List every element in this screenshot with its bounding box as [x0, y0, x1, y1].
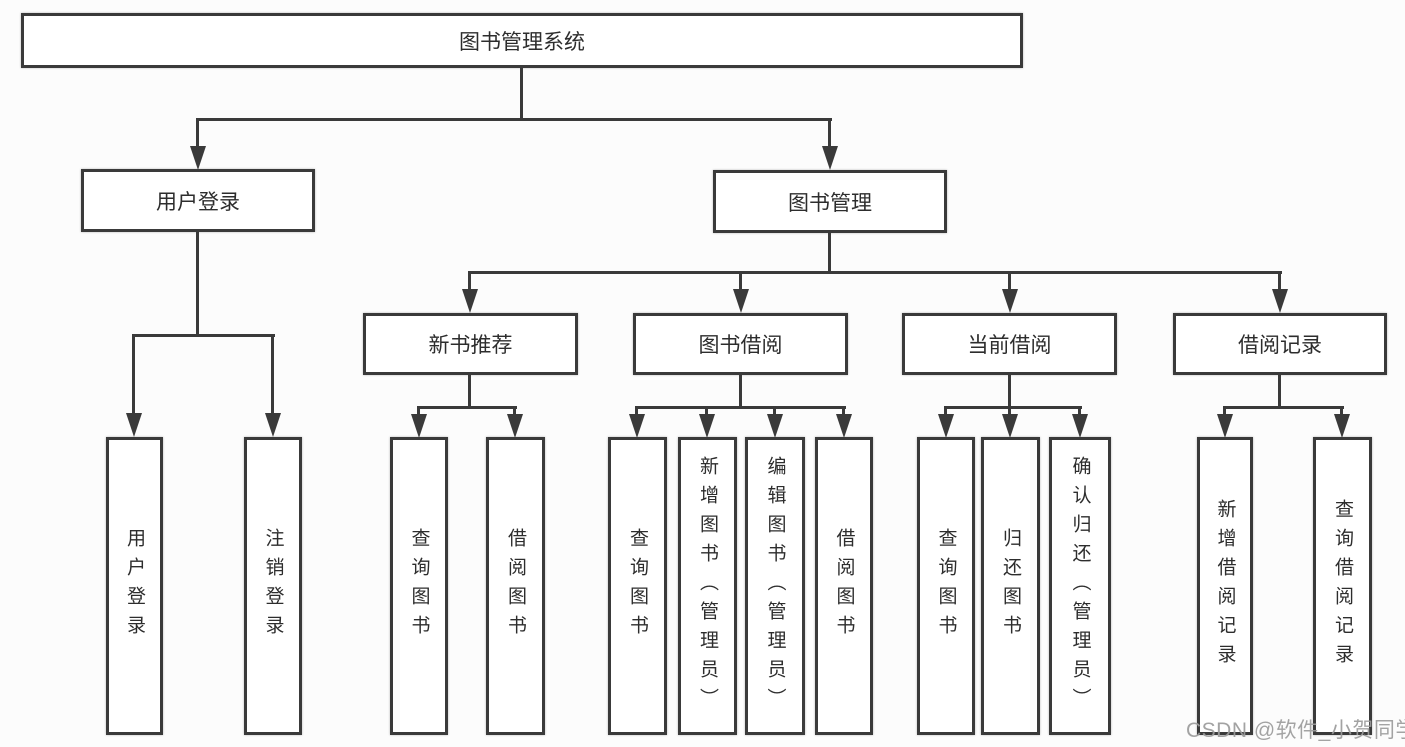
connector-currentborrow-stem: [1008, 375, 1011, 409]
leaf-return-books: 归还图书: [981, 437, 1040, 735]
connector-arm-query-borrow-record: [1340, 407, 1343, 417]
connector-bookborrow-stem: [739, 375, 742, 409]
arrow-to-add-book-admin: [699, 414, 715, 438]
connector-root-bus: [196, 118, 832, 121]
arrow-to-borrow-books-2: [836, 414, 852, 438]
connector-root-arm-right: [828, 120, 831, 148]
node-new-book-recommend: 新书推荐: [363, 313, 578, 375]
leaf-query-books-1: 查询图书: [390, 437, 448, 735]
connector-arm-return-books: [1008, 407, 1011, 417]
leaf-query-books-2: 查询图书: [608, 437, 667, 735]
leaf-borrow-books-1: 借阅图书: [486, 437, 545, 735]
connector-newbook-bus: [417, 406, 517, 409]
leaf-user-login: 用户登录: [106, 437, 163, 735]
node-root: 图书管理系统: [21, 13, 1023, 68]
leaf-edit-book-admin: 编辑图书（管理员）: [745, 437, 805, 735]
arrow-to-leaf-logout: [265, 413, 281, 437]
connector-book-mgmt-stem: [828, 233, 831, 273]
arrow-to-new-book-recommend: [462, 289, 478, 313]
arrow-to-query-books-3: [938, 414, 954, 438]
connector-arm-add-borrow-record: [1223, 407, 1226, 417]
arrow-to-borrow-records: [1272, 289, 1288, 313]
connector-currentborrow-bus: [944, 406, 1082, 409]
connector-arm-borrow-records: [1278, 272, 1281, 292]
arrow-to-return-books: [1002, 414, 1018, 438]
connector-arm-borrow-books-2: [842, 407, 845, 417]
arrow-to-edit-book-admin: [767, 414, 783, 438]
leaf-add-book-admin: 新增图书（管理员）: [678, 437, 737, 735]
connector-arm-confirm-return: [1078, 407, 1081, 417]
connector-arm-borrow-books-1: [513, 407, 516, 417]
connector-root-stem: [520, 68, 523, 121]
arrow-to-query-books-2: [629, 414, 645, 438]
leaf-add-borrow-record: 新增借阅记录: [1197, 437, 1253, 735]
connector-arm-book-borrow: [739, 272, 742, 292]
arrow-to-book-management: [822, 146, 838, 170]
node-user-login: 用户登录: [81, 169, 315, 232]
connector-arm-query-books-2: [635, 407, 638, 417]
node-borrow-records: 借阅记录: [1173, 313, 1387, 375]
arrow-to-query-borrow-record: [1334, 414, 1350, 438]
connector-arm-leaf-user-login: [132, 336, 135, 414]
arrow-to-add-borrow-record: [1217, 414, 1233, 438]
connector-user-login-stem: [196, 232, 199, 336]
arrow-to-leaf-user-login: [126, 413, 142, 437]
node-book-management: 图书管理: [713, 170, 947, 233]
leaf-confirm-return-admin: 确认归还（管理员）: [1049, 437, 1111, 735]
node-book-borrow: 图书借阅: [633, 313, 848, 375]
leaf-query-books-3: 查询图书: [917, 437, 975, 735]
connector-arm-add-book-admin: [705, 407, 708, 417]
connector-arm-leaf-logout: [271, 336, 274, 414]
connector-arm-current-borrow: [1008, 272, 1011, 292]
node-current-borrow: 当前借阅: [902, 313, 1117, 375]
connector-arm-query-books-1: [417, 407, 420, 417]
arrow-to-current-borrow: [1002, 289, 1018, 313]
connector-arm-new-book: [468, 272, 471, 292]
arrow-to-user-login: [190, 146, 206, 170]
watermark: CSDN @软件_小贺同学: [1186, 719, 1405, 742]
leaf-logout: 注销登录: [244, 437, 302, 735]
leaf-query-borrow-record: 查询借阅记录: [1313, 437, 1372, 735]
arrow-to-book-borrow: [733, 289, 749, 313]
arrow-to-borrow-books-1: [507, 414, 523, 438]
arrow-to-confirm-return: [1072, 414, 1088, 438]
connector-book-mgmt-bus: [468, 271, 1282, 274]
connector-root-arm-left: [196, 120, 199, 148]
connector-arm-edit-book-admin: [773, 407, 776, 417]
connector-newbook-stem: [468, 375, 471, 409]
leaf-borrow-books-2: 借阅图书: [815, 437, 873, 735]
connector-user-login-bus: [132, 334, 275, 337]
connector-borrowrecords-bus: [1223, 406, 1344, 409]
connector-borrowrecords-stem: [1278, 375, 1281, 409]
connector-bookborrow-bus: [635, 406, 846, 409]
connector-arm-query-books-3: [944, 407, 947, 417]
arrow-to-query-books-1: [411, 414, 427, 438]
